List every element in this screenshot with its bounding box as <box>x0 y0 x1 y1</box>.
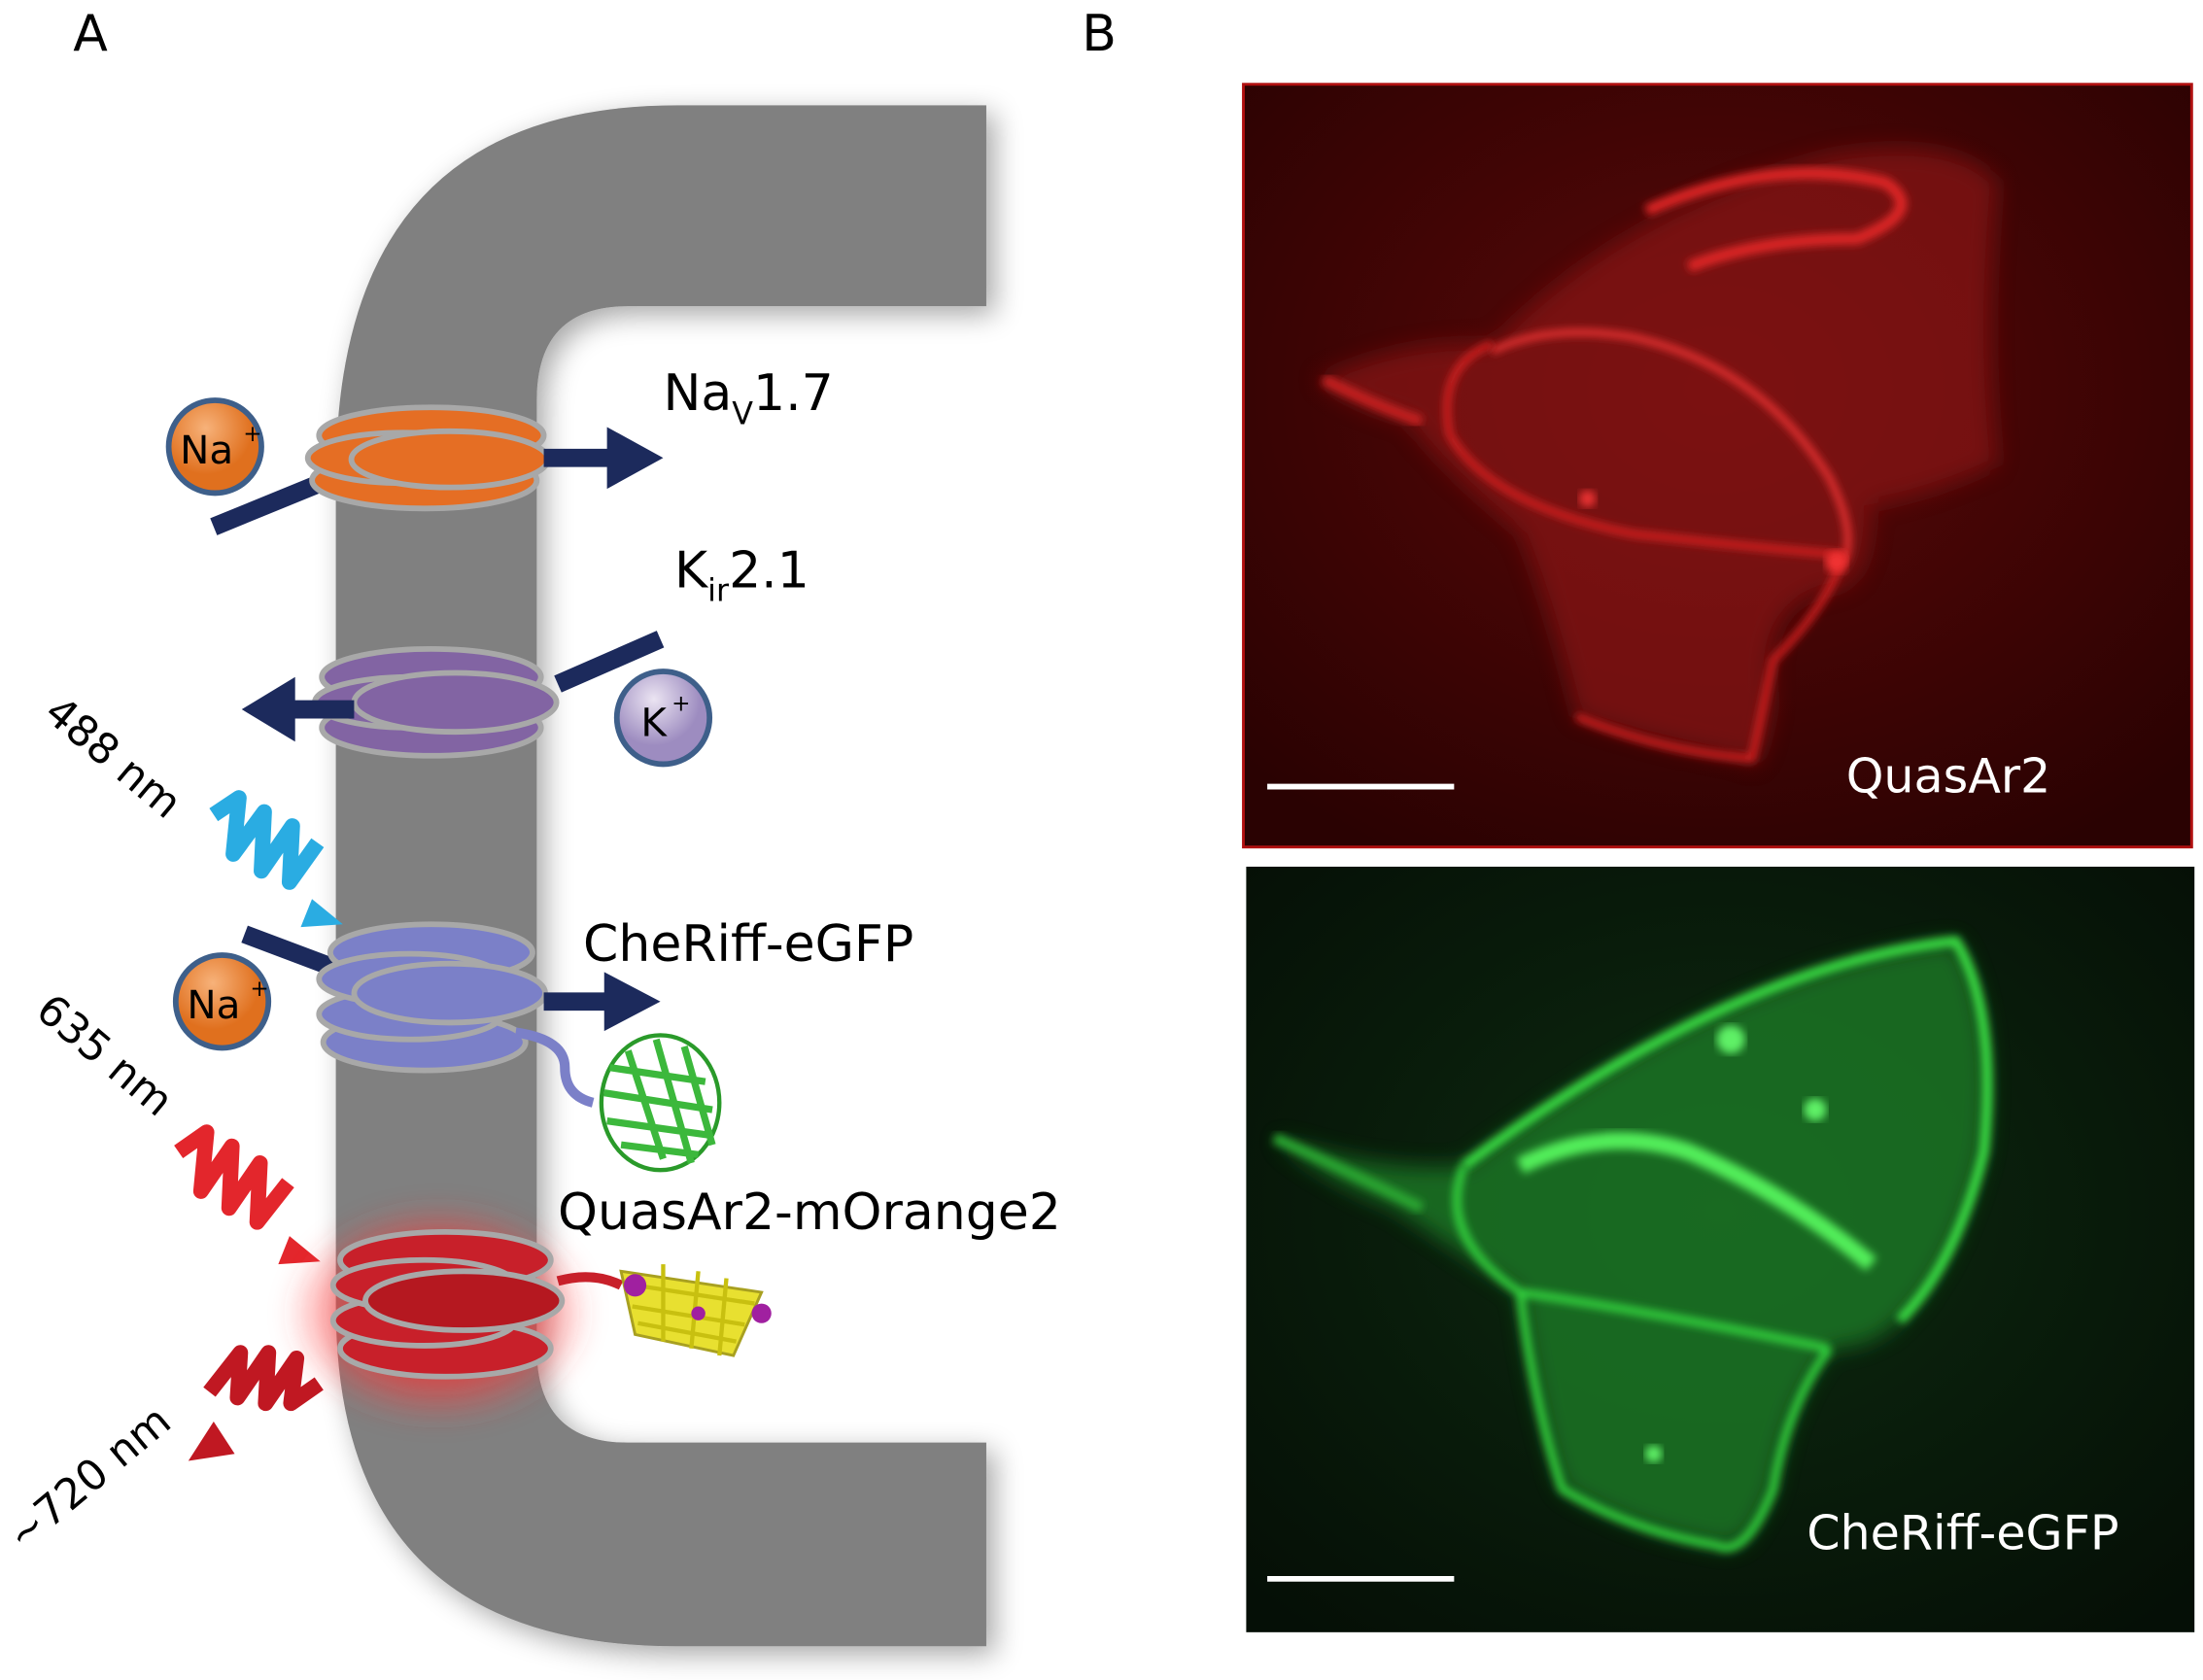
panel-a-label: A <box>73 5 108 63</box>
red-light-wave-icon <box>174 1124 294 1230</box>
wavelength-720-label: ~720 nm <box>0 1396 181 1560</box>
quasar-channel <box>284 1201 624 1426</box>
na-ion-2: Na + <box>172 952 272 1051</box>
na-ion-1: Na + <box>165 397 264 497</box>
svg-text:+: + <box>250 977 268 1002</box>
nav-label: NaV1.7 <box>663 364 833 431</box>
panel-b-label: B <box>1082 5 1117 63</box>
svg-text:+: + <box>671 692 690 717</box>
morange-protein-icon <box>619 1264 772 1357</box>
wavelength-635-label: 635 nm <box>27 985 183 1126</box>
egfp-protein-icon <box>599 1033 722 1173</box>
cheriff-channel <box>241 921 661 1108</box>
cheriff-label: CheRiff-eGFP <box>583 915 913 974</box>
blue-light-wave-icon <box>209 790 325 890</box>
wavelength-488-label: 488 nm <box>35 687 190 828</box>
quasar2-image-label: QuasAr2 <box>1846 747 2051 804</box>
k-ion: K + <box>613 669 713 768</box>
quasar2-fluorescence-image: QuasAr2 <box>1242 83 2193 849</box>
svg-text:Na: Na <box>180 427 233 473</box>
quasar-label: QuasAr2-mOrange2 <box>558 1183 1061 1242</box>
kir-channel <box>241 631 665 759</box>
svg-text:K: K <box>640 700 668 746</box>
nav-channel <box>210 404 664 535</box>
kir-label: Kir2.1 <box>674 541 809 608</box>
svg-text:Na: Na <box>187 981 240 1028</box>
emission-light-wave-icon <box>203 1345 324 1412</box>
cheriff-fluorescence-image: CheRiff-eGFP <box>1246 866 2195 1632</box>
cheriff-image-label: CheRiff-eGFP <box>1807 1505 2118 1561</box>
svg-text:+: + <box>243 422 261 447</box>
